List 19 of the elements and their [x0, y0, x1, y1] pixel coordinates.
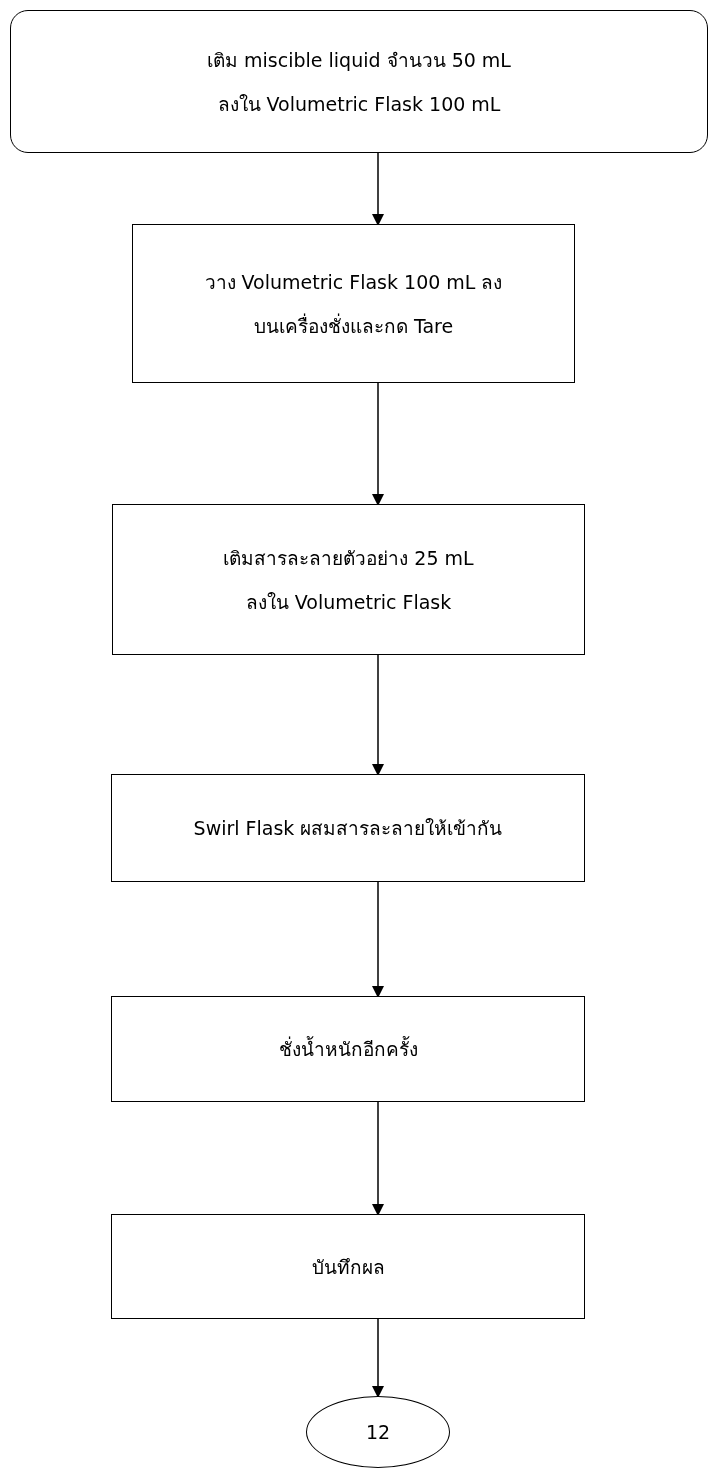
arrow — [372, 881, 384, 998]
step-text: Swirl Flask ผสมสารละลายให้เข้ากัน — [193, 816, 503, 841]
process-box — [111, 996, 585, 1102]
step-text: วาง Volumetric Flask 100 mL ลงบนเครื่องชั่งและกด Tare — [203, 269, 504, 339]
step-text: ชั่งน้ำหนักอีกครั้ง — [278, 1035, 418, 1062]
process-box — [112, 504, 585, 655]
process-box — [132, 224, 575, 383]
step-text: บันทึกผล — [311, 1254, 385, 1280]
arrow — [372, 654, 384, 776]
arrow — [372, 382, 384, 506]
process-box — [10, 10, 708, 153]
arrow — [372, 1318, 384, 1398]
step-text: 12 — [365, 1420, 391, 1445]
process-box — [111, 1214, 585, 1319]
process-box — [111, 774, 585, 882]
arrow — [372, 1101, 384, 1216]
step-text: เติม miscible liquid จำนวน 50 mL ลงใน Volumetric Flask 100 mL — [206, 47, 512, 117]
step-text: เติมสารละลายตัวอย่าง 25 mL ลงใน Volumetric Flask — [222, 545, 475, 615]
arrow — [372, 152, 384, 226]
